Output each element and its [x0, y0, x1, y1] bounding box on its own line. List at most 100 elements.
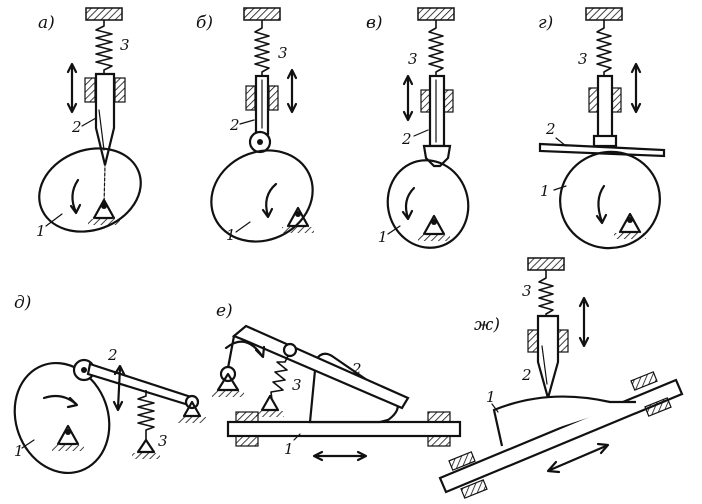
panel-b: б) 3 2 1 [196, 7, 314, 244]
panel-d-rocker-ground [178, 417, 206, 423]
panel-g-rotation-arrowhead [595, 213, 608, 225]
panel-e-part-3: 3 [292, 376, 302, 394]
panel-e-lever-short-arm [226, 334, 236, 370]
panel-e-spring [270, 355, 289, 401]
panel-v-follower-mushroom [422, 144, 452, 168]
panel-b-pivot-center [295, 211, 301, 217]
panel-d-pivot-center [65, 429, 71, 435]
panel-b-part-1: 1 [226, 226, 236, 244]
panel-zh-spring [538, 270, 554, 318]
panel-zh-part-1: 1 [486, 388, 496, 406]
panel-g-cam [559, 150, 661, 250]
panel-v-pivot-center [431, 219, 437, 225]
panel-b-leader-1 [235, 221, 251, 233]
panel-a-pivot-ground [88, 219, 120, 225]
panel-e-guide-right-top [427, 411, 451, 423]
panel-v: в) 3 2 1 [366, 7, 470, 249]
panel-b-label: б) [196, 13, 213, 33]
panel-e-motion-arrowheads [312, 450, 368, 462]
panel-v-guide-left [420, 89, 431, 113]
panel-zh-part-3: 3 [522, 282, 532, 300]
panel-v-pivot-ground [418, 235, 450, 241]
panel-g-part-3: 3 [578, 50, 588, 68]
panel-g-follower-hub [592, 134, 618, 148]
panel-v-rotation-arrow [404, 186, 416, 220]
panel-g-part-1: 1 [540, 182, 550, 200]
panel-e-lever [231, 324, 410, 410]
panel-zh-leader-1 [491, 403, 499, 413]
panel-e-lever-support [216, 372, 240, 392]
panel-g-pivot-ground [614, 233, 646, 239]
panel-g-leader-1 [553, 185, 567, 191]
panel-zh-guide-right [557, 329, 569, 353]
panel-d-part-2: 2 [107, 346, 118, 364]
panel-zh-guide-left [527, 329, 539, 353]
panel-e-guide-right-bottom [427, 435, 451, 447]
panel-zh-guide-upper-right [630, 371, 658, 391]
panel-zh-motion-arrowheads [578, 296, 590, 348]
panel-a-guide-right [114, 77, 126, 103]
panel-b-guide-right [268, 85, 279, 111]
panel-a-part-2: 2 [71, 118, 82, 136]
panel-d-rocker-support [182, 400, 202, 418]
panel-a-follower-knife [94, 72, 116, 166]
panel-d: д) 2 3 1 [13, 293, 206, 475]
panel-a-rotation-arrowhead [69, 203, 82, 215]
panel-a: а) 3 2 1 [36, 7, 142, 240]
panel-b-part-3: 3 [278, 44, 288, 62]
panel-g-label: г) [538, 13, 553, 33]
panel-g-guide-right [611, 87, 622, 113]
panel-e-spring-support [260, 394, 280, 412]
panel-a-leader-2 [81, 117, 97, 127]
panel-d-pivot-ground [52, 445, 84, 451]
panel-g-pivot [618, 212, 642, 234]
panel-b-leader-2 [239, 119, 255, 125]
panel-e-lever-ground [212, 391, 244, 397]
panel-b-pivot [286, 206, 310, 228]
panel-zh-follower-knife [536, 314, 560, 403]
panel-e-rotation-arrowhead [254, 345, 266, 359]
panel-zh-guide-lower-left-2 [460, 479, 488, 499]
panel-v-motion-arrowheads [402, 74, 414, 122]
panel-e-part-2: 2 [351, 360, 362, 378]
panel-v-leader-2 [413, 129, 429, 137]
panel-a-follower-hatch [98, 109, 105, 151]
panel-b-spring [254, 20, 270, 78]
panel-e-guide-left-top [235, 411, 259, 423]
panel-v-part-3: 3 [408, 50, 418, 68]
panel-v-follower-rod [428, 74, 446, 148]
panel-g-spring [596, 20, 612, 78]
panel-zh-slider-arrowheads [546, 442, 610, 474]
panel-v-label: в) [366, 13, 383, 33]
panel-d-motion-arrowheads [112, 364, 126, 412]
panel-b-pivot-ground [282, 227, 314, 233]
panel-e: е) 2 3 1 [212, 301, 462, 462]
panel-b-rotation-arrow [265, 182, 278, 218]
panel-d-spring-ground [132, 453, 160, 459]
panel-g-rotation-arrow [597, 184, 606, 224]
panel-zh-label: ж) [474, 315, 500, 335]
panel-a-part-1: 1 [36, 222, 46, 240]
panel-d-cam [13, 361, 111, 475]
panel-d-spring [137, 390, 155, 440]
panel-zh-guide-lower-left [448, 451, 476, 471]
panel-b-ground [243, 7, 281, 21]
panel-b-cam [210, 149, 314, 243]
panel-e-roller [282, 342, 298, 358]
panel-d-spring-support [136, 438, 156, 454]
panel-g-guide-left [588, 87, 599, 113]
panel-a-guide-left [84, 77, 96, 103]
panel-zh-cam-profile [492, 395, 636, 447]
panel-v-pivot [422, 214, 446, 236]
panel-zh: ж) 3 2 1 [438, 257, 684, 499]
panel-a-part-3: 3 [120, 36, 130, 54]
panel-v-guide-right [443, 89, 454, 113]
panel-e-guide-left-bottom [235, 435, 259, 447]
panel-a-leader-1 [45, 213, 63, 227]
panel-g-motion-arrowheads [630, 62, 642, 114]
panel-d-motion-arrow [116, 366, 122, 410]
panel-d-part-1: 1 [14, 442, 24, 460]
panel-a-axis [103, 164, 106, 207]
panel-zh-ground [527, 257, 565, 271]
